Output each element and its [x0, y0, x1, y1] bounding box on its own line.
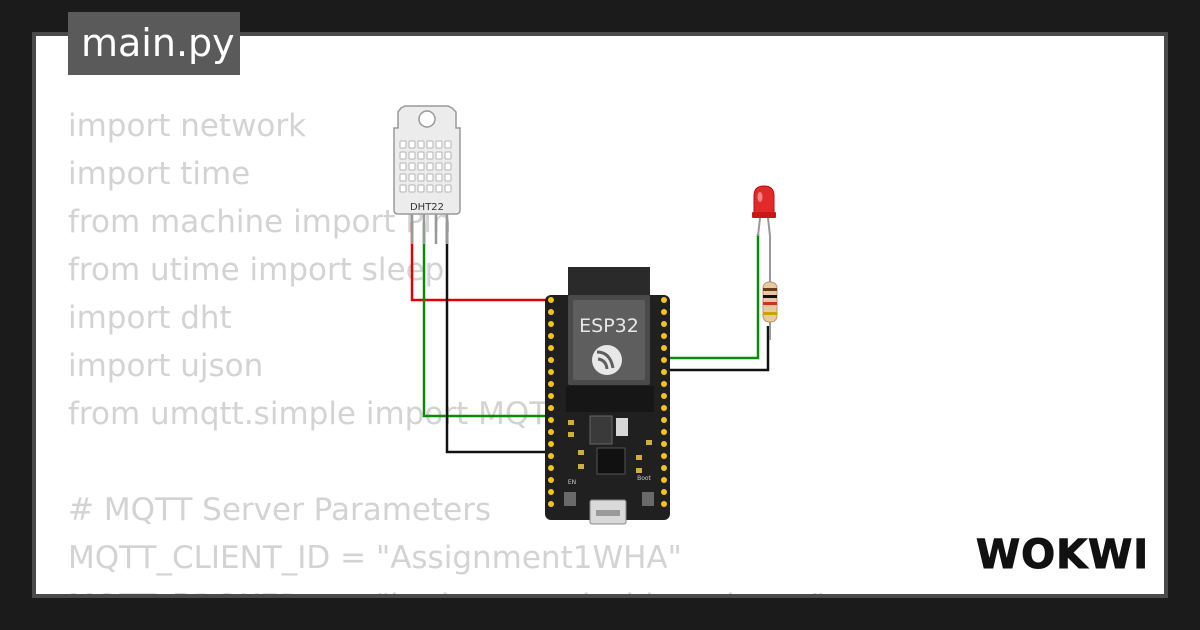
code-line: # MQTT Server Parameters	[68, 492, 492, 528]
wire-gnd[interactable]	[445, 222, 550, 454]
wokwi-logo-icon: WOKWI	[976, 532, 1149, 579]
code-line: import dht	[68, 300, 232, 336]
wokwi-logo: WOKWI	[976, 528, 1149, 580]
board-label: ESP32	[579, 315, 639, 337]
en-label: EN	[568, 479, 576, 486]
code-line: from machine import Pin	[68, 204, 452, 240]
code-line: from utime import sleep	[68, 252, 445, 288]
code-line: MQTT_CLIENT_ID = "Assignment1WHA"	[68, 540, 682, 576]
code-editor-text: import network import time from machine im…	[68, 102, 825, 594]
code-line: import network	[68, 108, 307, 144]
esp32-board[interactable]: ESP32 EN Boot	[545, 267, 670, 525]
boot-button[interactable]	[642, 492, 654, 506]
code-line: import ujson	[68, 348, 264, 384]
en-button[interactable]	[564, 492, 576, 506]
espressif-icon	[592, 345, 622, 375]
red-led[interactable]	[752, 185, 776, 237]
code-line: import time	[68, 156, 251, 192]
code-line: MQTT_BROKER = "broker.mqttdashboard.com"	[68, 582, 825, 594]
logo-text: WOKWI	[976, 532, 1148, 576]
wire-vcc[interactable]	[410, 222, 550, 302]
wire-led-signal[interactable]	[664, 234, 760, 360]
boot-label: Boot	[637, 475, 651, 482]
sensor-label: DHT22	[410, 202, 444, 213]
wire-data[interactable]	[422, 222, 550, 418]
file-tab-main-py[interactable]: main.py	[68, 12, 240, 75]
wire-led-ground[interactable]	[664, 326, 770, 372]
dht22-sensor[interactable]: DHT22	[393, 105, 461, 244]
resistor[interactable]	[762, 236, 778, 340]
